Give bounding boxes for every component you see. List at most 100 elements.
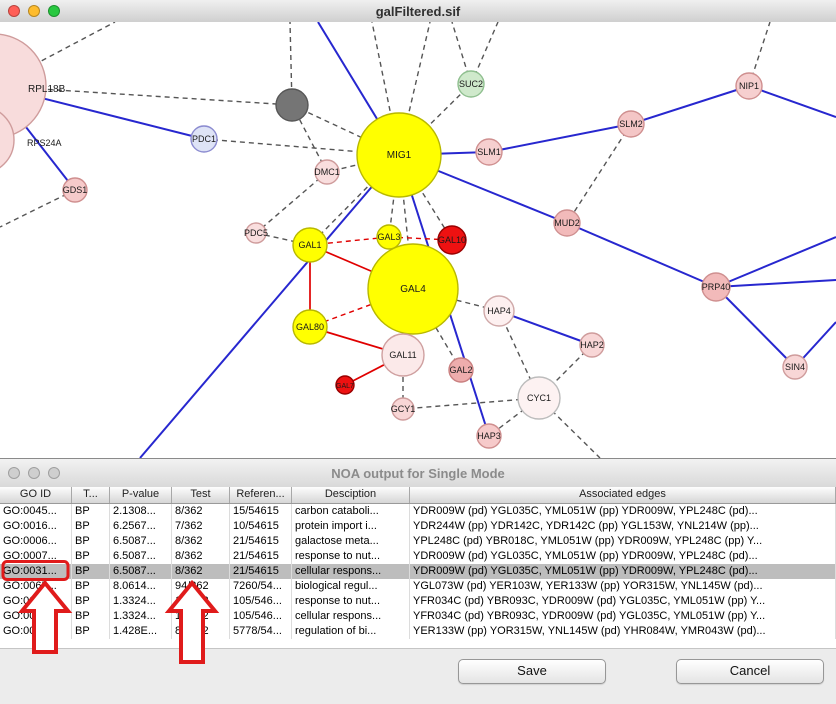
node-mig1[interactable] [356, 112, 442, 198]
node-mud2[interactable] [553, 209, 581, 237]
node-label-gal11: GAL11 [389, 350, 416, 360]
node-slm1[interactable] [475, 138, 503, 166]
node-nip1[interactable] [735, 72, 763, 100]
node-gal11[interactable] [381, 333, 425, 377]
node-gcy1[interactable] [391, 397, 415, 421]
edge-pp[interactable] [566, 222, 717, 288]
edge-gd[interactable] [398, 154, 453, 241]
node-label-pdc1: PDC1 [192, 134, 216, 144]
close-button-inactive[interactable] [8, 467, 20, 479]
node-gal4[interactable] [367, 243, 459, 335]
table-cell: 94/362 [172, 579, 230, 594]
node-hap3[interactable] [476, 423, 502, 449]
edge-pp[interactable] [139, 154, 400, 458]
table-cell: 6.5087... [110, 564, 172, 579]
table-cell: GO:0045... [0, 504, 72, 519]
edge-pp[interactable] [715, 236, 836, 288]
table-cell: 8/362 [172, 549, 230, 564]
table-cell: BP [72, 624, 110, 639]
edge-gd[interactable] [402, 397, 540, 410]
table-cell: BP [72, 609, 110, 624]
node-label-hap2: HAP2 [580, 340, 604, 350]
table-cell: 8/362 [172, 504, 230, 519]
edge-pp[interactable] [715, 286, 796, 368]
edge-gd[interactable] [291, 104, 400, 156]
node-pdc5[interactable] [245, 222, 267, 244]
edge-gd[interactable] [412, 288, 462, 371]
table-cell: 105/546... [230, 594, 292, 609]
node-label-nip1: NIP1 [739, 81, 759, 91]
graph-window-title: galFiltered.sif [375, 3, 461, 19]
node-sin4[interactable] [782, 354, 808, 380]
node-suc2[interactable] [457, 70, 485, 98]
zoom-button-inactive[interactable] [48, 467, 60, 479]
close-button[interactable] [8, 5, 20, 17]
column-header-referen[interactable]: Referen... [230, 487, 292, 503]
edge-gd[interactable] [398, 83, 472, 156]
table-cell: YDR009W (pd) YGL035C, YML051W (pp) YDR00… [410, 549, 836, 564]
node-pdc1[interactable] [190, 125, 218, 153]
node-gal80[interactable] [292, 309, 328, 345]
minimize-button-inactive[interactable] [28, 467, 40, 479]
column-header-test[interactable]: Test [172, 487, 230, 503]
node-cyc1[interactable] [517, 376, 561, 420]
zoom-button[interactable] [48, 5, 60, 17]
save-button[interactable]: Save [458, 659, 606, 684]
edge-pp[interactable] [498, 310, 593, 346]
table-cell: cellular respons... [292, 564, 410, 579]
node-rps24a[interactable] [0, 106, 15, 174]
edge-pp[interactable] [630, 85, 750, 125]
cancel-button[interactable]: Cancel [676, 659, 824, 684]
table-cell: 8/362 [172, 564, 230, 579]
column-header-p-value[interactable]: P-value [110, 487, 172, 503]
node-gds1[interactable] [62, 177, 88, 203]
node-rpl18b[interactable] [0, 33, 47, 139]
node-label-hap3: HAP3 [477, 431, 501, 441]
edge-gd[interactable] [0, 189, 76, 228]
column-header-go-id[interactable]: GO ID [0, 487, 72, 503]
table-cell: 80/362 [172, 624, 230, 639]
edge-gd[interactable] [498, 310, 540, 399]
table-cell: 21/54615 [230, 534, 292, 549]
minimize-button[interactable] [28, 5, 40, 17]
table-cell: 14/362 [172, 609, 230, 624]
column-header-t[interactable]: T... [72, 487, 110, 503]
node-gal7[interactable] [335, 375, 355, 395]
column-header-desciption[interactable]: Desciption [292, 487, 410, 503]
node-slm2[interactable] [617, 110, 645, 138]
edge-gd[interactable] [255, 171, 328, 234]
edge-pp[interactable] [488, 123, 632, 153]
node-gal1[interactable] [292, 227, 328, 263]
node-prp40[interactable] [701, 272, 731, 302]
column-header-associated-edges[interactable]: Associated edges [410, 487, 836, 503]
node-hap4[interactable] [483, 295, 515, 327]
node-gal10[interactable] [437, 225, 467, 255]
table-cell: YPL248C (pd) YBR018C, YML051W (pp) YDR00… [410, 534, 836, 549]
table-filler [0, 639, 836, 649]
table-cell: GO:0016... [0, 519, 72, 534]
node-gal3[interactable] [376, 224, 402, 250]
table-cell: YDR009W (pd) YGL035C, YML051W (pp) YDR00… [410, 504, 836, 519]
node-dmc1[interactable] [314, 159, 340, 185]
table-cell: 1.3324... [110, 609, 172, 624]
node-hap2[interactable] [579, 332, 605, 358]
table-cell: 7/362 [172, 519, 230, 534]
edge-pp[interactable] [715, 279, 836, 288]
edge-pp[interactable] [748, 85, 836, 118]
node-unnamed[interactable] [275, 88, 309, 122]
table-cell: GO:0031... [0, 609, 72, 624]
edge-gd[interactable] [566, 123, 632, 224]
table-cell: response to nut... [292, 594, 410, 609]
node-gal2[interactable] [448, 357, 474, 383]
